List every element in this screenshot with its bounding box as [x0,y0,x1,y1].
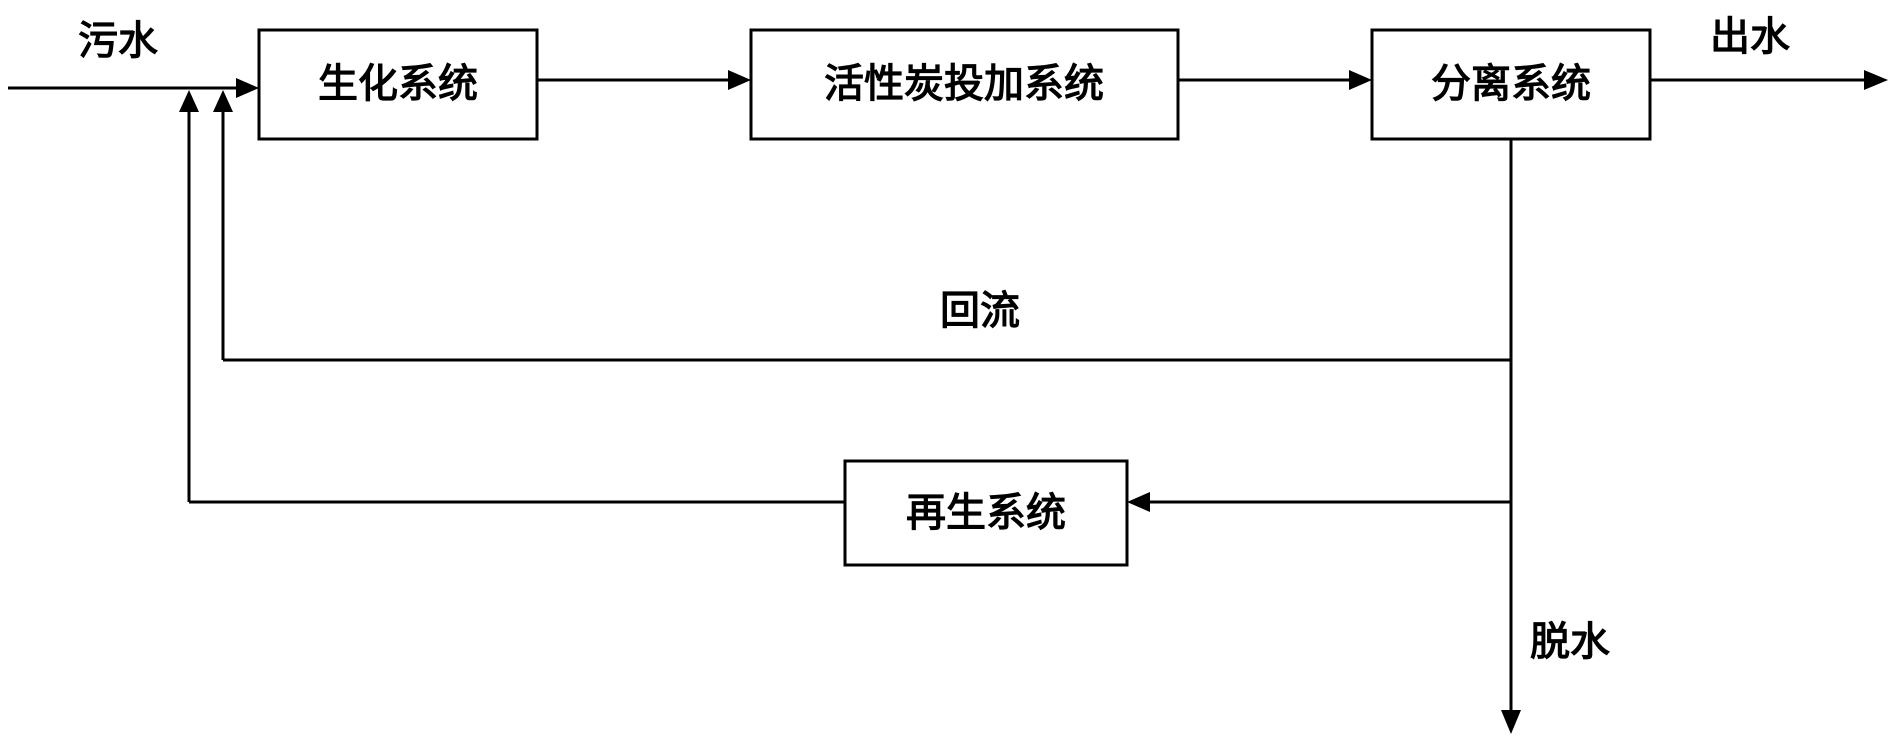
node-regeneration-label: 再生系统 [906,490,1066,536]
separation-to-regeneration-arrow [1127,492,1150,512]
effluent-outlet-arrow [1864,70,1888,90]
node-biochemical-label: 生化系统 [318,61,478,107]
effluent-label: 出水 [1710,14,1791,60]
node-separation-label: 分离系统 [1431,61,1591,107]
dewatering-label: 脱水 [1530,619,1611,665]
node-carbon-dosing-label: 活性炭投加系统 [824,61,1104,107]
reflux-label: 回流 [940,288,1020,334]
sewage-inlet-arrow [236,78,259,98]
node-regeneration-system: 再生系统 [843,459,1129,567]
node-biochemical-system: 生化系统 [257,28,539,141]
node-carbon-dosing-system: 活性炭投加系统 [749,28,1180,141]
node-separation-system: 分离系统 [1370,28,1652,141]
reflux-arrow [213,90,233,112]
regeneration-return-arrow [179,90,199,112]
bio-to-carbon-arrow [728,70,751,90]
carbon-to-separation-arrow [1349,70,1372,90]
sewage-label: 污水 [78,18,159,64]
dewatering-arrow [1501,710,1521,734]
